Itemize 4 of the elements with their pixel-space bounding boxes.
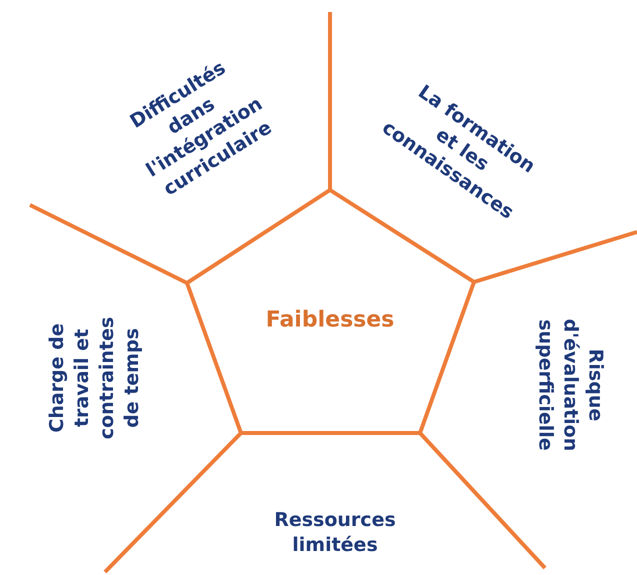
sector-label: Risque d'évaluation superficielle — [532, 315, 608, 455]
sector-label: Ressources limitées — [260, 508, 410, 558]
center-title: Faiblesses — [266, 308, 394, 332]
sector-label: Charge de travail et contraintes de temps — [45, 313, 145, 443]
